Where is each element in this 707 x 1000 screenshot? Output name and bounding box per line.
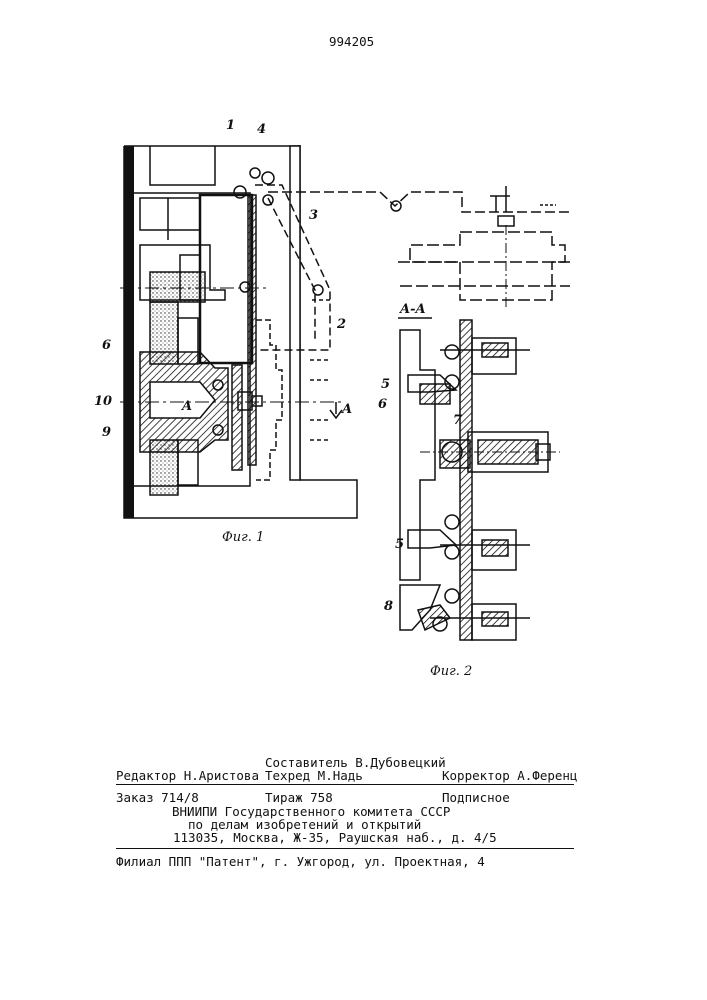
fig1-label-6: 6 [102,339,111,353]
fig1-label-1: 1 [226,119,235,133]
footer-rule-bottom [116,848,574,849]
fig1-label-4: 4 [257,123,266,137]
footer-branch: Филиал ППП "Патент", г. Ужгород, ул. Про… [116,855,485,869]
fig2-label-8: 8 [384,600,393,614]
footer-address: 113035, Москва, Ж-35, Раушская наб., д. … [173,831,497,845]
fig2-section-title: A-A [400,303,426,317]
figure-2 [398,318,560,640]
fig1-label-2: 2 [337,318,346,332]
fig2-label-7: 7 [453,414,462,428]
fig1-label-3: 3 [309,209,318,223]
footer-corrector: Корректор А.Ференц [442,769,577,783]
footer-techred: Техред М.Надь [265,769,363,783]
footer-order: Заказ 714/8 [116,791,199,805]
fig2-label-5-top: 5 [381,378,390,392]
fig1-label-10: 10 [94,395,112,409]
footer-editor: Редактор Н.Аристова [116,769,259,783]
footer-circulation: Тираж 758 [265,791,333,805]
figure-1-caption: Фиг. 1 [222,530,264,545]
figure-2-caption: Фиг. 2 [430,664,472,679]
fig1-label-9: 9 [102,426,111,440]
fig2-label-5-bottom: 5 [395,538,404,552]
fig1-section-a-left: A [182,400,192,414]
footer-subscription: Подписное [442,791,510,805]
footer-rule-top [116,784,574,785]
fig1-section-a-right: A [342,403,352,417]
fig2-label-6: 6 [378,398,387,412]
